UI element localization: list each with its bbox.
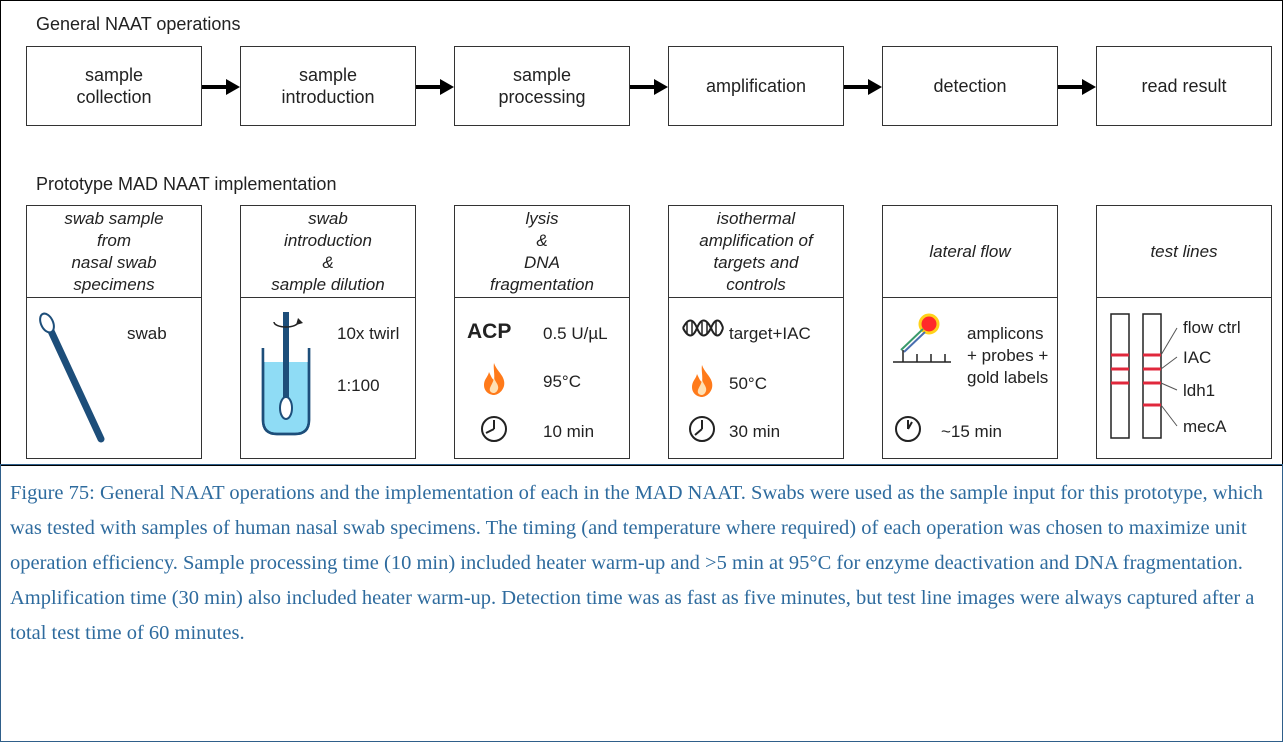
- impl-lysis: lysis & DNA fragmentation ACP 0.5 U/µL 9…: [454, 205, 630, 459]
- acp-label: ACP: [467, 320, 512, 343]
- clock-icon: [895, 416, 921, 442]
- impl-title-box: test lines: [1097, 206, 1271, 298]
- impl-label: amplicons: [967, 324, 1044, 343]
- impl-title: lysis & DNA fragmentation: [490, 208, 594, 294]
- impl-title: swab sample from nasal swab specimens: [64, 208, 164, 294]
- impl-test-lines: test lines flow ctrl IAC ldh1 mecA: [1096, 205, 1272, 459]
- test-line-label: mecA: [1183, 417, 1227, 436]
- figure-frame: [0, 0, 1283, 466]
- op-detection: detection: [882, 46, 1058, 126]
- impl-title-box: isothermal amplification of targets and …: [669, 206, 843, 298]
- impl-title: lateral flow: [929, 241, 1011, 261]
- swab-icon: [39, 312, 105, 443]
- lateral-flow-icon: [893, 313, 951, 363]
- impl-lateral-flow: lateral flow amplicons + probes + gold l…: [882, 205, 1058, 459]
- clock-icon: [689, 416, 715, 442]
- op-sample-collection: sample collection: [26, 46, 202, 126]
- impl-label: ~15 min: [941, 422, 1002, 441]
- impl-label: 30 min: [729, 422, 781, 441]
- impl-label: 50°C: [729, 374, 767, 393]
- op-label: sample introduction: [281, 65, 375, 107]
- op-sample-processing: sample processing: [454, 46, 630, 126]
- impl-label: 10x twirl: [337, 324, 400, 343]
- impl-title-box: swab introduction & sample dilution: [241, 206, 415, 298]
- test-line-label: flow ctrl: [1183, 318, 1241, 337]
- impl-title-box: lysis & DNA fragmentation: [455, 206, 629, 298]
- impl-label: target+IAC: [729, 324, 811, 343]
- op-read-result: read result: [1096, 46, 1272, 126]
- impl-swab-sample: swab sample from nasal swab specimens sw…: [26, 205, 202, 459]
- figure-caption: Figure 75: General NAAT operations and t…: [10, 482, 1263, 644]
- op-label: read result: [1141, 76, 1227, 96]
- op-sample-introduction: sample introduction: [240, 46, 416, 126]
- flow-arrow-icon: [844, 79, 882, 95]
- impl-label: 95°C: [543, 372, 581, 391]
- test-line-label: IAC: [1183, 348, 1212, 367]
- tube-icon: [261, 312, 311, 436]
- op-amplification: amplification: [668, 46, 844, 126]
- impl-isothermal-amplification: isothermal amplification of targets and …: [668, 205, 844, 459]
- impl-label: 0.5 U/µL: [543, 324, 608, 343]
- clock-icon: [481, 416, 507, 442]
- impl-label: swab: [127, 324, 167, 343]
- impl-title-box: swab sample from nasal swab specimens: [27, 206, 201, 298]
- impl-label: + probes +: [967, 346, 1049, 365]
- impl-label: gold labels: [967, 368, 1049, 387]
- flow-arrow-icon: [1058, 79, 1096, 95]
- flow-arrow-icon: [202, 79, 240, 95]
- general-operations-title: General NAAT operations: [36, 14, 241, 34]
- prototype-implementation-title: Prototype MAD NAAT implementation: [36, 174, 337, 194]
- test-strip-icon: [1110, 313, 1178, 439]
- test-line-label: ldh1: [1183, 381, 1216, 400]
- op-label: sample processing: [498, 65, 586, 107]
- dna-helix-icon: [682, 319, 724, 337]
- flow-arrow-icon: [630, 79, 668, 95]
- op-label: sample collection: [76, 65, 152, 107]
- impl-title: swab introduction & sample dilution: [271, 208, 385, 294]
- op-label: detection: [933, 76, 1007, 96]
- impl-title-box: lateral flow: [883, 206, 1057, 298]
- flow-arrow-icon: [416, 79, 454, 95]
- op-label: amplification: [705, 76, 807, 96]
- flame-icon: [692, 365, 713, 397]
- impl-title: isothermal amplification of targets and …: [699, 208, 813, 294]
- flame-icon: [484, 363, 505, 395]
- impl-label: 10 min: [543, 422, 595, 441]
- impl-label: 1:100: [337, 376, 380, 395]
- impl-swab-introduction: swab introduction & sample dilution 10x …: [240, 205, 416, 459]
- impl-title: test lines: [1150, 241, 1218, 261]
